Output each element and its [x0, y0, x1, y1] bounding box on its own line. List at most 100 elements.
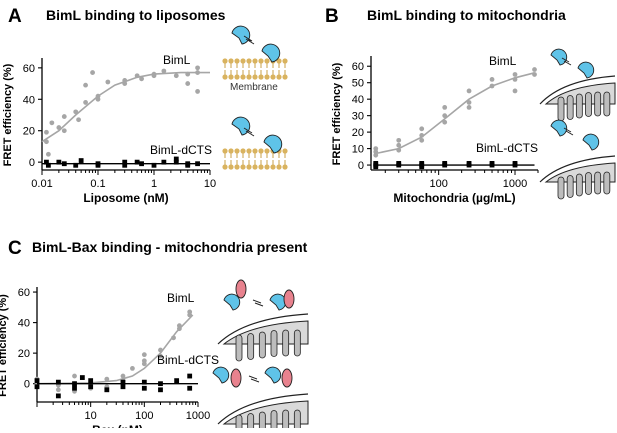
- data-point-biml-dcts: [95, 162, 101, 168]
- y-axis-label-c: FRET efficiency (%): [0, 294, 9, 397]
- data-point-biml-dcts: [72, 381, 77, 387]
- data-point-biml-dcts: [185, 162, 191, 168]
- y-axis-label-a: FRET efficiency (%): [2, 63, 14, 166]
- y-tick-label-b: 60: [352, 61, 364, 73]
- data-point-biml: [95, 96, 101, 102]
- panel-b-title: BimL binding to mitochondria: [367, 7, 566, 23]
- y-tick-label-a: 60: [23, 63, 35, 75]
- data-point-biml-dcts: [139, 161, 144, 167]
- data-point-biml-dcts: [78, 158, 84, 163]
- panel-b-letter: B: [325, 6, 339, 27]
- data-point-biml-dcts: [61, 161, 67, 167]
- x-tick-label-c: 10: [85, 410, 97, 422]
- data-point-biml: [158, 347, 163, 353]
- data-point-biml: [419, 126, 425, 132]
- data-point-biml-dcts: [44, 159, 49, 165]
- data-point-biml: [466, 100, 472, 105]
- data-point-biml: [73, 109, 79, 115]
- annotation-a-bimL: BimL: [163, 53, 191, 67]
- data-point-biml: [466, 88, 472, 94]
- biml-binding-icon-a-bottom: [231, 116, 283, 154]
- data-point-biml: [173, 73, 179, 79]
- data-point-biml: [72, 373, 77, 379]
- biml-binding-icon-b-top: [550, 48, 595, 79]
- mitochondrion-icon-b-bottom: [539, 155, 616, 200]
- data-point-biml: [373, 152, 379, 158]
- data-point-biml-dcts: [489, 161, 495, 166]
- y-tick-label-b: 0: [358, 160, 364, 172]
- data-point-biml: [396, 147, 402, 153]
- data-point-biml: [44, 139, 49, 145]
- membrane-schematic-top: [222, 58, 288, 80]
- data-point-biml: [44, 129, 49, 135]
- data-point-biml: [151, 73, 157, 79]
- data-point-biml: [56, 125, 62, 130]
- membrane-label: Membrane: [230, 82, 278, 93]
- x-axis-label-c: Bax (nM): [92, 423, 143, 428]
- bax-biml-icon-c-top: [223, 279, 295, 311]
- data-point-biml-dcts: [158, 387, 163, 393]
- panel-c-title: BimL-Bax binding - mitochondria present: [32, 239, 308, 255]
- data-point-biml: [76, 117, 81, 123]
- data-point-biml: [61, 128, 67, 134]
- y-axis-label-b: FRET efficiency (%): [331, 62, 343, 165]
- x-tick-label-a: 1: [151, 178, 157, 190]
- data-point-biml: [171, 335, 176, 341]
- x-tick-label-c: 1000: [186, 410, 210, 422]
- data-point-biml-dcts: [195, 161, 200, 167]
- data-point-biml: [466, 105, 472, 110]
- mitochondrion-icon-c-top: [217, 313, 309, 362]
- data-point-biml-dcts: [466, 162, 472, 168]
- data-point-biml-dcts: [88, 378, 94, 384]
- data-point-biml: [161, 68, 167, 74]
- x-tick-label-a: 10: [204, 178, 216, 190]
- data-point-biml-dcts: [104, 387, 110, 393]
- fit-line-biml-b: [375, 72, 535, 155]
- y-tick-label-a: 20: [23, 126, 35, 138]
- data-point-biml: [61, 114, 67, 119]
- data-point-biml: [83, 82, 88, 88]
- y-tick-label-b: 20: [352, 127, 364, 139]
- data-point-biml-dcts: [122, 159, 128, 165]
- data-point-biml: [49, 120, 55, 126]
- data-point-biml: [45, 151, 51, 157]
- data-point-biml: [442, 105, 448, 110]
- data-point-biml-dcts: [187, 373, 193, 379]
- annotation-a-bimL-dcts: BimL-dCTS: [150, 143, 212, 157]
- y-tick-label-a: 0: [29, 157, 35, 169]
- data-point-biml-dcts: [88, 384, 94, 390]
- mitochondrion-icon-b-top: [539, 75, 616, 122]
- x-tick-label-b: 100: [429, 178, 447, 190]
- data-point-biml-dcts: [442, 161, 448, 166]
- data-point-biml: [130, 366, 135, 371]
- data-point-biml: [141, 358, 147, 364]
- y-tick-label-c: 40: [18, 318, 30, 330]
- data-point-biml-dcts: [396, 162, 402, 168]
- data-point-biml: [176, 326, 182, 332]
- data-point-biml-dcts: [187, 385, 193, 391]
- bax-biml-dcts-icon-c-bottom: [212, 366, 293, 388]
- data-point-biml: [396, 137, 402, 143]
- data-point-biml-dcts: [56, 159, 62, 165]
- y-tick-label-c: 60: [18, 287, 30, 299]
- data-point-biml-dcts: [122, 162, 128, 168]
- data-point-biml: [120, 373, 126, 379]
- y-tick-label-a: 40: [23, 94, 35, 106]
- data-point-biml-dcts: [55, 379, 61, 385]
- y-tick-label-b: 30: [352, 111, 364, 123]
- x-tick-label-a: 0.01: [31, 178, 52, 190]
- data-point-biml: [185, 81, 191, 86]
- y-tick-label-c: 20: [18, 348, 30, 360]
- x-tick-label-a: 0.1: [90, 178, 105, 190]
- data-point-biml-dcts: [120, 384, 126, 390]
- data-point-biml: [512, 88, 518, 94]
- data-point-biml-dcts: [141, 379, 147, 385]
- data-point-biml-dcts: [173, 159, 179, 165]
- data-point-biml: [489, 83, 495, 89]
- biml-binding-icon-a-top: [231, 25, 281, 63]
- data-point-biml: [373, 146, 379, 151]
